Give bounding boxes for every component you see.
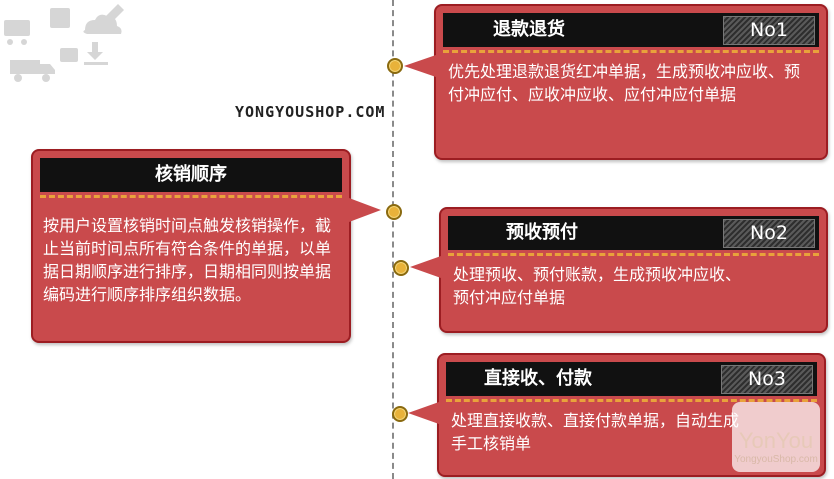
- download-icon: [87, 42, 103, 60]
- step-2-body: 处理预收、预付账款，生成预收冲应收、预付冲应付单据: [453, 265, 742, 307]
- center-card-separator: [40, 195, 342, 198]
- step-1-badge: No1: [723, 16, 815, 45]
- step-2-badge: No2: [723, 219, 815, 248]
- step-card-2: 预收预付 No2 处理预收、预付账款，生成预收冲应收、预付冲应付单据: [439, 207, 828, 333]
- truck-icon: [10, 60, 55, 74]
- step-3-header: 直接收、付款 No3: [446, 362, 817, 396]
- box-icon: [50, 8, 70, 28]
- step-1-header: 退款退货 No1: [443, 13, 819, 47]
- step-2-header: 预收预付 No2: [448, 216, 819, 250]
- step-3-body: 处理直接收款、直接付款单据，自动生成手工核销单: [451, 411, 740, 453]
- yonyou-logo-site: YongyouShop.com: [734, 454, 818, 465]
- step-3-title: 直接收、付款: [484, 368, 592, 389]
- step-1-body: 优先处理退款退货红冲单据，生成预收冲应收、预付冲应付、应收冲应收、应付冲应付单据: [448, 62, 801, 104]
- timeline-dot-3: [392, 406, 408, 422]
- step-2-title: 预收预付: [506, 222, 578, 243]
- center-card-pointer: [349, 198, 381, 222]
- step-card-1: 退款退货 No1 优先处理退款退货红冲单据，生成预收冲应收、预付冲应付、应收冲应…: [434, 4, 828, 160]
- watermark-text: YONGYOUSHOP.COM: [235, 103, 386, 121]
- step-2-pointer: [410, 256, 441, 278]
- step-1-title: 退款退货: [493, 19, 565, 40]
- yonyou-logo: YonYou YongyouShop.com: [732, 402, 820, 472]
- timeline-dot-2: [393, 260, 409, 276]
- step-3-separator: [446, 399, 817, 402]
- monitor-icon: [60, 48, 78, 62]
- decorative-icons: [4, 4, 124, 82]
- timeline-axis: [392, 0, 394, 479]
- step-3-badge: No3: [721, 365, 813, 394]
- center-card-body: 按用户设置核销时间点触发核销操作，截止当前时间点所有符合条件的单据，以单据日期顺…: [43, 216, 332, 304]
- center-card-title: 核销顺序: [155, 164, 227, 185]
- center-card-header: 核销顺序: [40, 158, 342, 192]
- center-card: 核销顺序 按用户设置核销时间点触发核销操作，截止当前时间点所有符合条件的单据，以…: [31, 149, 351, 343]
- step-2-separator: [448, 253, 819, 256]
- step-1-pointer: [404, 55, 436, 77]
- wrench-icon: [104, 4, 124, 24]
- step-3-pointer: [408, 402, 439, 424]
- yonyou-logo-name: YonYou: [738, 428, 814, 453]
- timeline-dot-center: [386, 204, 402, 220]
- cart-icon: [4, 20, 30, 36]
- timeline-dot-1: [387, 58, 403, 74]
- step-1-separator: [443, 50, 819, 53]
